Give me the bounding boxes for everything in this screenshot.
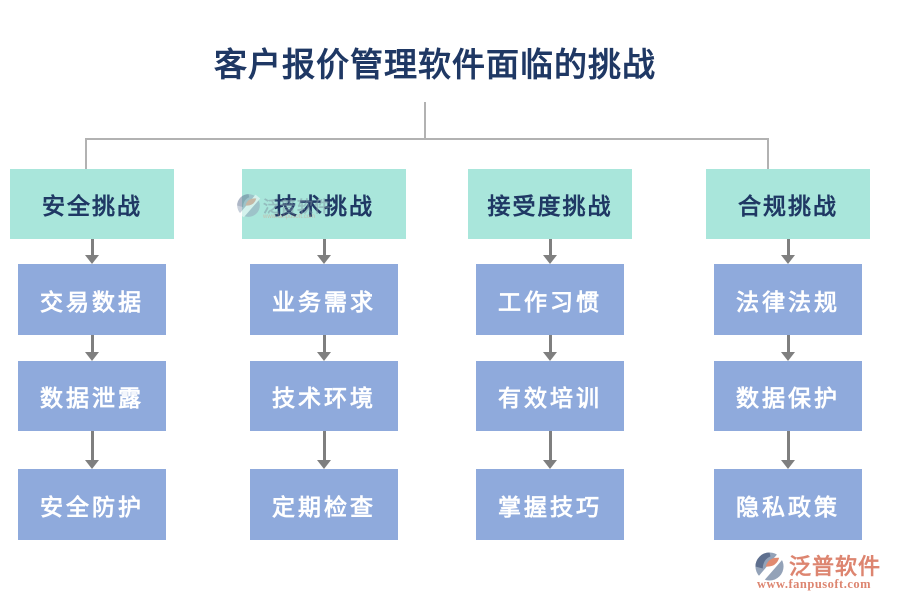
down-arrow-icon — [780, 335, 796, 361]
down-arrow-icon — [84, 431, 100, 469]
item-box: 安全防护 — [18, 469, 166, 540]
down-arrow-icon — [542, 431, 558, 469]
item-box: 定期检查 — [250, 469, 398, 540]
connector-left-drop — [85, 138, 87, 169]
item-box: 交易数据 — [18, 264, 166, 335]
connector-stem — [424, 102, 426, 139]
connector-right-drop — [767, 138, 769, 169]
down-arrow-icon — [542, 335, 558, 361]
item-box: 技术环境 — [250, 361, 398, 431]
down-arrow-icon — [316, 239, 332, 264]
column-security-challenge: 安全挑战 交易数据 数据泄露 安全防护 — [10, 169, 174, 540]
item-box: 掌握技巧 — [476, 469, 624, 540]
down-arrow-icon — [542, 239, 558, 264]
item-box: 数据保护 — [714, 361, 862, 431]
brand-website: www.fanpusoft.com — [757, 577, 872, 591]
brand-name: 泛普软件 — [789, 554, 882, 579]
down-arrow-icon — [84, 239, 100, 264]
header-box: 安全挑战 — [10, 169, 174, 239]
page-title: 客户报价管理软件面临的挑战 — [214, 48, 656, 84]
down-arrow-icon — [84, 335, 100, 361]
fanpu-brand: 泛普软件 www.fanpusoft.com — [751, 548, 896, 596]
header-box: 合规挑战 — [706, 169, 870, 239]
column-technical-challenge: 技术挑战 业务需求 技术环境 定期检查 — [242, 169, 406, 540]
down-arrow-icon — [780, 239, 796, 264]
header-box: 接受度挑战 — [468, 169, 632, 239]
item-box: 法律法规 — [714, 264, 862, 335]
connector-horizontal — [85, 138, 769, 140]
item-box: 数据泄露 — [18, 361, 166, 431]
column-compliance-challenge: 合规挑战 法律法规 数据保护 隐私政策 — [706, 169, 870, 540]
item-box: 业务需求 — [250, 264, 398, 335]
item-box: 有效培训 — [476, 361, 624, 431]
down-arrow-icon — [316, 335, 332, 361]
header-box: 技术挑战 — [242, 169, 406, 239]
down-arrow-icon — [316, 431, 332, 469]
item-box: 工作习惯 — [476, 264, 624, 335]
column-acceptance-challenge: 接受度挑战 工作习惯 有效培训 掌握技巧 — [468, 169, 632, 540]
item-box: 隐私政策 — [714, 469, 862, 540]
fanpu-logo-icon — [754, 551, 785, 587]
down-arrow-icon — [780, 431, 796, 469]
